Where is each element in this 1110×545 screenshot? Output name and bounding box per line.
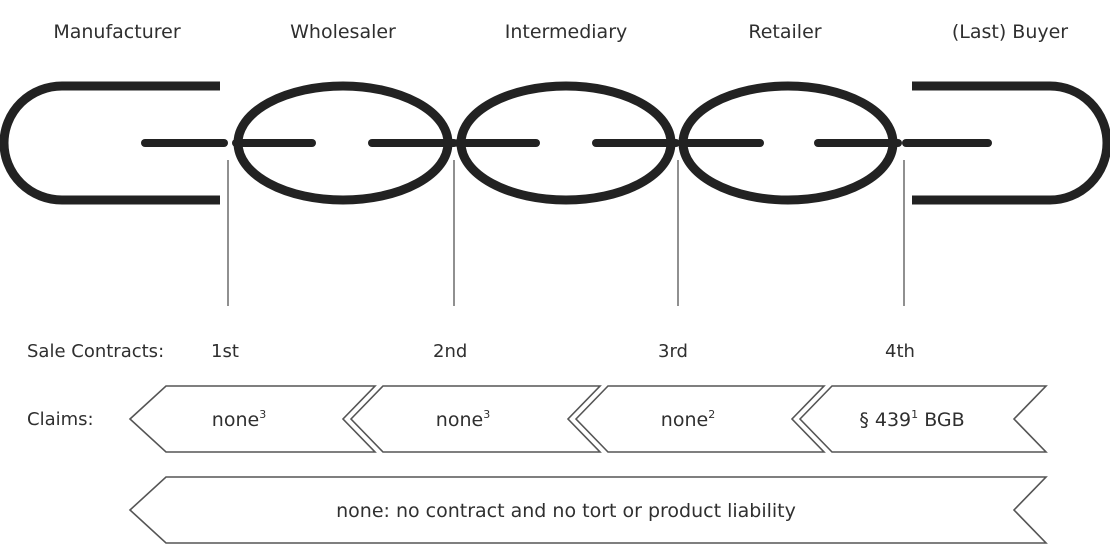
claims-label: Claims: xyxy=(27,409,94,430)
contract-1: 1st xyxy=(211,341,239,362)
claim-1: none3 xyxy=(212,408,266,431)
party-manufacturer: Manufacturer xyxy=(53,21,180,43)
claim-1-footnote: 3 xyxy=(259,408,266,421)
claim-4-suffix: BGB xyxy=(918,409,965,431)
bottom-claim-arrow xyxy=(128,476,1048,544)
claim-3-text: none xyxy=(661,409,708,431)
claim-2: none3 xyxy=(436,408,490,431)
chain-link-last-buyer xyxy=(912,81,1110,205)
claim-3-footnote: 2 xyxy=(708,408,715,421)
contract-2: 2nd xyxy=(433,341,467,362)
chain xyxy=(0,81,1110,205)
claim-2-text: none xyxy=(436,409,483,431)
claim-1-text: none xyxy=(212,409,259,431)
claim-arrow-1 xyxy=(128,385,377,453)
claim-4-footnote: 1 xyxy=(911,408,918,421)
claim-4-text: § 439 xyxy=(859,409,911,431)
claim-arrow-2 xyxy=(349,385,602,453)
contract-4: 4th xyxy=(885,341,915,362)
party-last-buyer: (Last) Buyer xyxy=(952,21,1068,43)
contract-3: 3rd xyxy=(658,341,688,362)
chain-link-manufacturer xyxy=(0,81,220,205)
bottom-claim-text: none: no contract and no tort or product… xyxy=(336,500,796,522)
party-intermediary: Intermediary xyxy=(505,21,628,43)
party-retailer: Retailer xyxy=(748,21,821,43)
claim-arrow-3 xyxy=(574,385,826,453)
sale-contracts-label: Sale Contracts: xyxy=(27,341,164,362)
party-wholesaler: Wholesaler xyxy=(290,21,396,43)
claim-3: none2 xyxy=(661,408,715,431)
claim-4: § 4391 BGB xyxy=(859,408,964,431)
claim-arrow-4 xyxy=(798,385,1048,453)
claim-2-footnote: 3 xyxy=(483,408,490,421)
